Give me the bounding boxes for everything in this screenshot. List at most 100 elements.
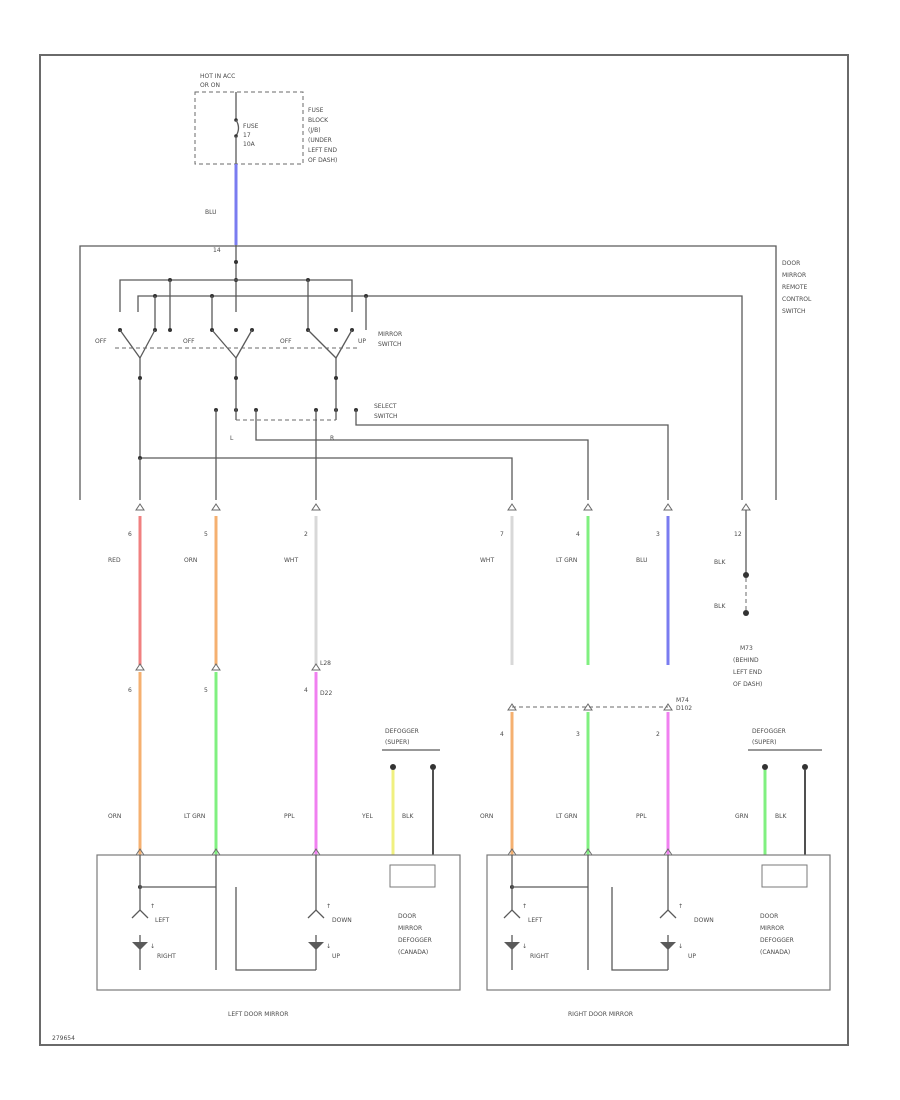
- top-pin-4: 4: [576, 531, 580, 538]
- top-pin-5: 3: [656, 531, 660, 538]
- switch-title-2: MIRROR: [782, 272, 806, 279]
- defogger-left: DEFOGGER (SUPER) YEL BLK: [361, 728, 440, 855]
- right-defogger-box-3: DEFOGGER: [760, 937, 794, 944]
- top-pin-1: 5: [204, 531, 208, 538]
- switch-connector-pin-1: [211, 503, 221, 511]
- fuse-block-line-2: BLOCK: [308, 117, 329, 124]
- left-mirror-right: RIGHT: [157, 953, 176, 960]
- top-pin-0: 6: [128, 531, 132, 538]
- defogger-right-line-2: (SUPER): [752, 739, 776, 746]
- conn-right-bottom: D102: [676, 705, 692, 712]
- ground-name-3: LEFT END: [733, 669, 762, 676]
- select-switch-label-2: SWITCH: [374, 413, 398, 420]
- fuse-number: 17: [243, 132, 251, 139]
- wire-lower-right-label-2: PPL: [636, 813, 647, 820]
- defogger-left-line-1: DEFOGGER: [385, 728, 419, 735]
- wire-top-label-0: RED: [108, 557, 121, 564]
- ground-blk-label-2: BLK: [714, 603, 726, 610]
- lower-left-pin-1: 5: [204, 687, 208, 694]
- right-mirror-left: LEFT: [528, 917, 542, 924]
- switch-title-5: SWITCH: [782, 308, 806, 315]
- defogger-left-line-2: (SUPER): [385, 739, 409, 746]
- right-mirror-right: RIGHT: [530, 953, 549, 960]
- left-inline-connector-2: [311, 663, 321, 671]
- fuse-block-line-6: OF DASH): [308, 157, 337, 164]
- switch-title-4: CONTROL: [782, 296, 812, 303]
- left-door-mirror-label: LEFT DOOR MIRROR: [228, 1011, 288, 1018]
- ground-blk-label-1: BLK: [714, 559, 726, 566]
- remote-control-switch: 14 DOOR MIRROR REMOTE CONTROL SWITCH: [79, 245, 812, 500]
- left-mirror-right-arrow: ↓: [150, 943, 155, 950]
- defogger-left-wire-2: BLK: [402, 813, 414, 820]
- diagram-frame: [39, 54, 849, 1046]
- off-label-1: OFF: [95, 338, 107, 345]
- switch-connector-pin-0: [135, 503, 145, 511]
- wire-lower-right-label-0: ORN: [480, 813, 493, 820]
- wire-top-label-4: LT GRN: [556, 557, 577, 564]
- wire-label-blu-supply: BLU: [205, 209, 217, 216]
- ground-name-4: OF DASH): [733, 681, 762, 688]
- right-mirror-right-arrow: ↓: [522, 943, 527, 950]
- off-label-3: OFF: [280, 338, 292, 345]
- hot-label-2: OR ON: [200, 82, 220, 89]
- right-mirror-down: DOWN: [694, 917, 714, 924]
- footer-code: 279654: [52, 1035, 75, 1042]
- lower-left-pin-0: 6: [128, 687, 132, 694]
- ground-name-1: M73: [740, 645, 753, 652]
- switch-connector-pin-5: [663, 503, 673, 511]
- wire-top-label-2: WHT: [284, 557, 298, 564]
- right-defogger-box-2: MIRROR: [760, 925, 784, 932]
- right-defogger-box-1: DOOR: [760, 913, 778, 920]
- switch-connector-pin-2: [311, 503, 321, 511]
- switch-connector-pin-6: [741, 503, 751, 511]
- left-inline-connector-0: [135, 663, 145, 671]
- right-mirror-up: UP: [688, 953, 696, 960]
- mirror-switch-contacts: OFF OFF OFF UP MIRROR SWITCH: [95, 328, 402, 359]
- left-inline-connector-1: [211, 663, 221, 671]
- defogger-right-wire-2: BLK: [775, 813, 787, 820]
- left-mirror-down: DOWN: [332, 917, 352, 924]
- select-switch-contacts: SELECT SWITCH L R: [214, 403, 398, 442]
- fuse-block: HOT IN ACC OR ON FUSE 17 10A FUSE BLOCK …: [194, 73, 337, 165]
- fuse-block-line-4: (UNDER: [308, 137, 332, 144]
- left-mirror-up: UP: [332, 953, 340, 960]
- mirror-switch-label-1: MIRROR: [378, 331, 402, 338]
- left-mirror-left-arrow: ↑: [150, 903, 155, 910]
- defogger-right-line-1: DEFOGGER: [752, 728, 786, 735]
- wire-lower-left-label-2: PPL: [284, 813, 295, 820]
- right-door-mirror: ↑ LEFT ↓ RIGHT ↑ DOWN ↓ UP DOOR MIRROR D…: [486, 854, 831, 1018]
- right-mirror-up-arrow: ↓: [678, 943, 683, 950]
- up-label: UP: [358, 338, 366, 345]
- select-l-label: L: [230, 435, 234, 442]
- wire-lower-left-label-1: LT GRN: [184, 813, 205, 820]
- wire-top-label-5: BLU: [636, 557, 648, 564]
- top-pin-6: 12: [734, 531, 742, 538]
- defogger-right-wire-1: GRN: [735, 813, 748, 820]
- right-defogger-box-4: (CANADA): [760, 949, 790, 956]
- lower-right-pin-0: 4: [500, 731, 504, 738]
- lower-right-pin-2: 2: [656, 731, 660, 738]
- right-mirror-left-arrow: ↑: [522, 903, 527, 910]
- wire-top-label-3: WHT: [480, 557, 494, 564]
- fuse-block-line-1: FUSE: [308, 107, 324, 114]
- left-defogger-box-3: DEFOGGER: [398, 937, 432, 944]
- conn-left-top: L28: [320, 660, 331, 667]
- ground-name-2: (BEHIND: [733, 657, 759, 664]
- ground-m73: BLK BLK M73 (BEHIND LEFT END OF DASH): [714, 510, 762, 688]
- right-mirror-down-arrow: ↑: [678, 903, 683, 910]
- fuse-amps: 10A: [243, 141, 256, 148]
- mirror-switch-label-2: SWITCH: [378, 341, 402, 348]
- left-defogger-box-2: MIRROR: [398, 925, 422, 932]
- left-mirror-down-arrow: ↑: [326, 903, 331, 910]
- fuse-label: FUSE: [243, 123, 259, 130]
- defogger-left-wire-1: YEL: [361, 813, 373, 820]
- switch-connector-pin-3: [507, 503, 517, 511]
- top-pin-2: 2: [304, 531, 308, 538]
- wire-top-label-1: ORN: [184, 557, 197, 564]
- hot-label-1: HOT IN ACC: [200, 73, 235, 80]
- top-pin-3: 7: [500, 531, 504, 538]
- off-label-2: OFF: [183, 338, 195, 345]
